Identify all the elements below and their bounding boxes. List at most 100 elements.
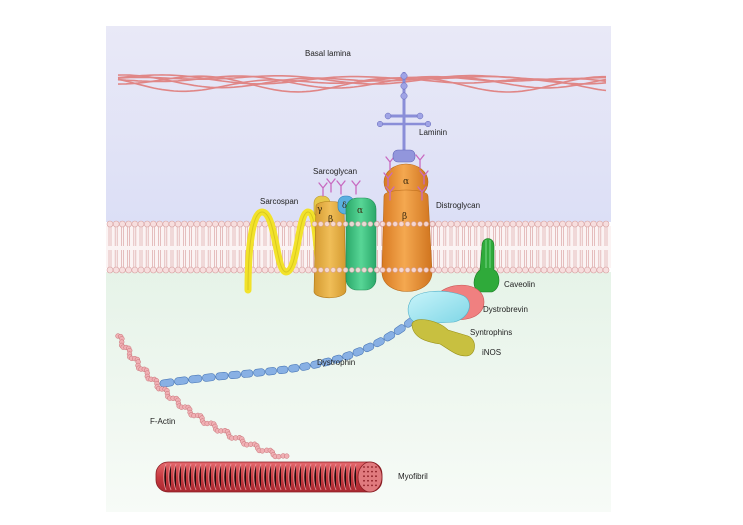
glycan-chain [383,172,393,187]
lipid-head [602,266,610,274]
lipid-head [497,266,504,274]
dystrophin-segment [276,365,289,375]
sarcoglycan-label: Sarcoglycan [313,167,357,176]
lipid-head [162,220,170,228]
basal-lamina-label: Basal lamina [305,49,351,58]
lipid-head [168,266,176,274]
lipid-heads-overlay [311,221,436,273]
lipid-head [553,220,560,228]
lipid-head [212,266,219,274]
lipid-head [336,267,343,273]
myofibril-end [357,461,383,493]
lipid-head [156,220,163,228]
lipid-head [361,221,367,227]
dystrophin-label: Dystrophin [317,358,355,367]
dystrophin-segment [342,351,354,361]
lipid-head [447,220,455,228]
lipid-head [193,220,201,228]
lipid-head [596,266,604,274]
lipid-head [602,220,610,228]
lipid-head [423,267,429,273]
lipid-head [447,266,455,274]
lipid-head [224,220,232,228]
lipid-head [491,220,498,228]
dystrophin-segment [188,374,203,384]
lipid-head [349,221,355,227]
lipid-head [540,220,548,228]
lipid-head [199,266,207,274]
sarcoglycan-delta-label: δ [342,201,347,210]
glycan-chain [385,186,395,201]
lipid-head [199,220,207,228]
lipid-head [429,267,436,273]
lipid-head [162,266,170,274]
dystrophin-segment [253,368,266,377]
lipid-head [230,266,238,274]
lipid-head [590,266,597,274]
lipid-head [534,266,542,274]
lipid-head [417,267,423,273]
f-actin-label: F-Actin [150,417,175,426]
myofibril-bundle [155,461,383,493]
distroglycan-beta [381,189,433,292]
lipid-head [143,266,151,274]
lipid-head [411,267,417,273]
lipid-head [571,266,579,274]
lipid-head [429,221,436,227]
lipid-head [119,266,126,274]
lipid-head [119,220,126,228]
lipid-head [318,267,324,273]
lipid-head [540,266,548,274]
dystrophin-segment [352,347,364,357]
caveolin-label: Caveolin [504,280,535,289]
basal-lamina-strand [117,75,606,93]
lipid-head [355,221,361,227]
lipid-head [224,266,232,274]
glycan-chain [318,182,328,197]
lipid-head [367,267,374,273]
lipid-head [571,220,579,228]
lipid-head [590,220,597,228]
caveolin-protein [473,238,500,293]
lipid-head [150,266,157,274]
lipid-head [373,267,380,273]
glycan-chain [326,178,336,193]
lipid-head [286,220,294,228]
basal-lamina-strand [117,74,607,89]
lipid-head [125,266,132,274]
lipid-head [324,267,330,273]
lipid-head [453,220,461,228]
dystrophin-segment [174,376,189,386]
lipid-head [398,267,405,273]
lipid-head [522,220,529,228]
lipid-head [305,266,312,274]
lipid-head [261,266,269,274]
lipid-head [355,267,361,273]
glycan-chain [419,170,429,185]
dystrophin-segment [310,360,322,369]
inos-protein [411,319,475,357]
lipid-head [181,220,188,228]
dystrophin-segment [159,378,175,388]
sarcoglycan-beta-label: β [328,215,333,225]
basal-lamina-fibers [117,74,607,93]
lipid-head [559,220,566,228]
lipid-head [441,220,449,228]
lipid-head [112,266,120,274]
lipid-head [503,220,511,228]
lipid-head [349,267,355,273]
extracellular-space [106,26,611,222]
glycan-chain [336,180,346,195]
lipid-head [546,266,554,274]
lipid-head [131,220,139,228]
lipid-head [131,266,139,274]
lipid-head [509,266,517,274]
distroglycan-complex: α β [381,163,433,292]
lipid-head [584,266,591,274]
lipid-head [515,266,523,274]
lipid-head [150,220,157,228]
actin-bead [276,453,282,460]
glycan-chain [417,186,427,201]
lipid-head [187,220,194,228]
actin-bead [284,453,290,459]
